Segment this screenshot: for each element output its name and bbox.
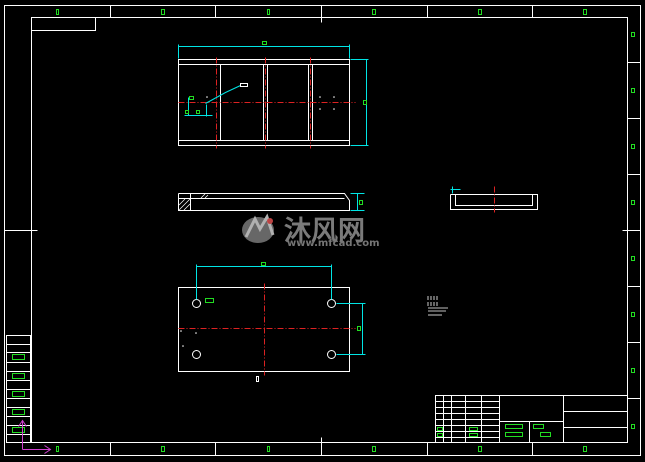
- title-block[interactable]: [435, 395, 628, 443]
- top-view[interactable]: [178, 41, 369, 149]
- watermark-url: www.mfcad.com: [287, 238, 380, 249]
- zone-marks: [56, 9, 635, 452]
- front-view[interactable]: [178, 193, 365, 211]
- bottom-view-dimensions: [196, 264, 366, 355]
- front-view-outline: [178, 193, 350, 211]
- bottom-view-centerlines: [178, 283, 356, 376]
- watermark: 沐风网 www.mfcad.com: [242, 213, 380, 249]
- technical-notes: [427, 296, 448, 316]
- side-view[interactable]: [450, 186, 538, 213]
- bottom-view-dim-labels: [205, 262, 361, 331]
- mf-logo-icon: [242, 213, 275, 243]
- top-view-centerlines: [178, 57, 356, 149]
- top-view-dim-labels: [185, 41, 367, 114]
- ucs-axis-icon: [18, 419, 52, 454]
- bottom-view-holes: [192, 299, 336, 359]
- front-view-hatch: [178, 193, 209, 211]
- corner-tab: [31, 17, 96, 31]
- zone-dividers: [4, 5, 641, 456]
- bottom-view[interactable]: [178, 262, 366, 382]
- watermark-cn: 沐风网: [284, 216, 365, 247]
- top-view-holes: [206, 96, 335, 110]
- top-view-dimensions: [178, 44, 369, 146]
- revision-block: [6, 335, 31, 443]
- front-view-dimensions: [350, 193, 365, 211]
- side-view-outline: [450, 194, 538, 210]
